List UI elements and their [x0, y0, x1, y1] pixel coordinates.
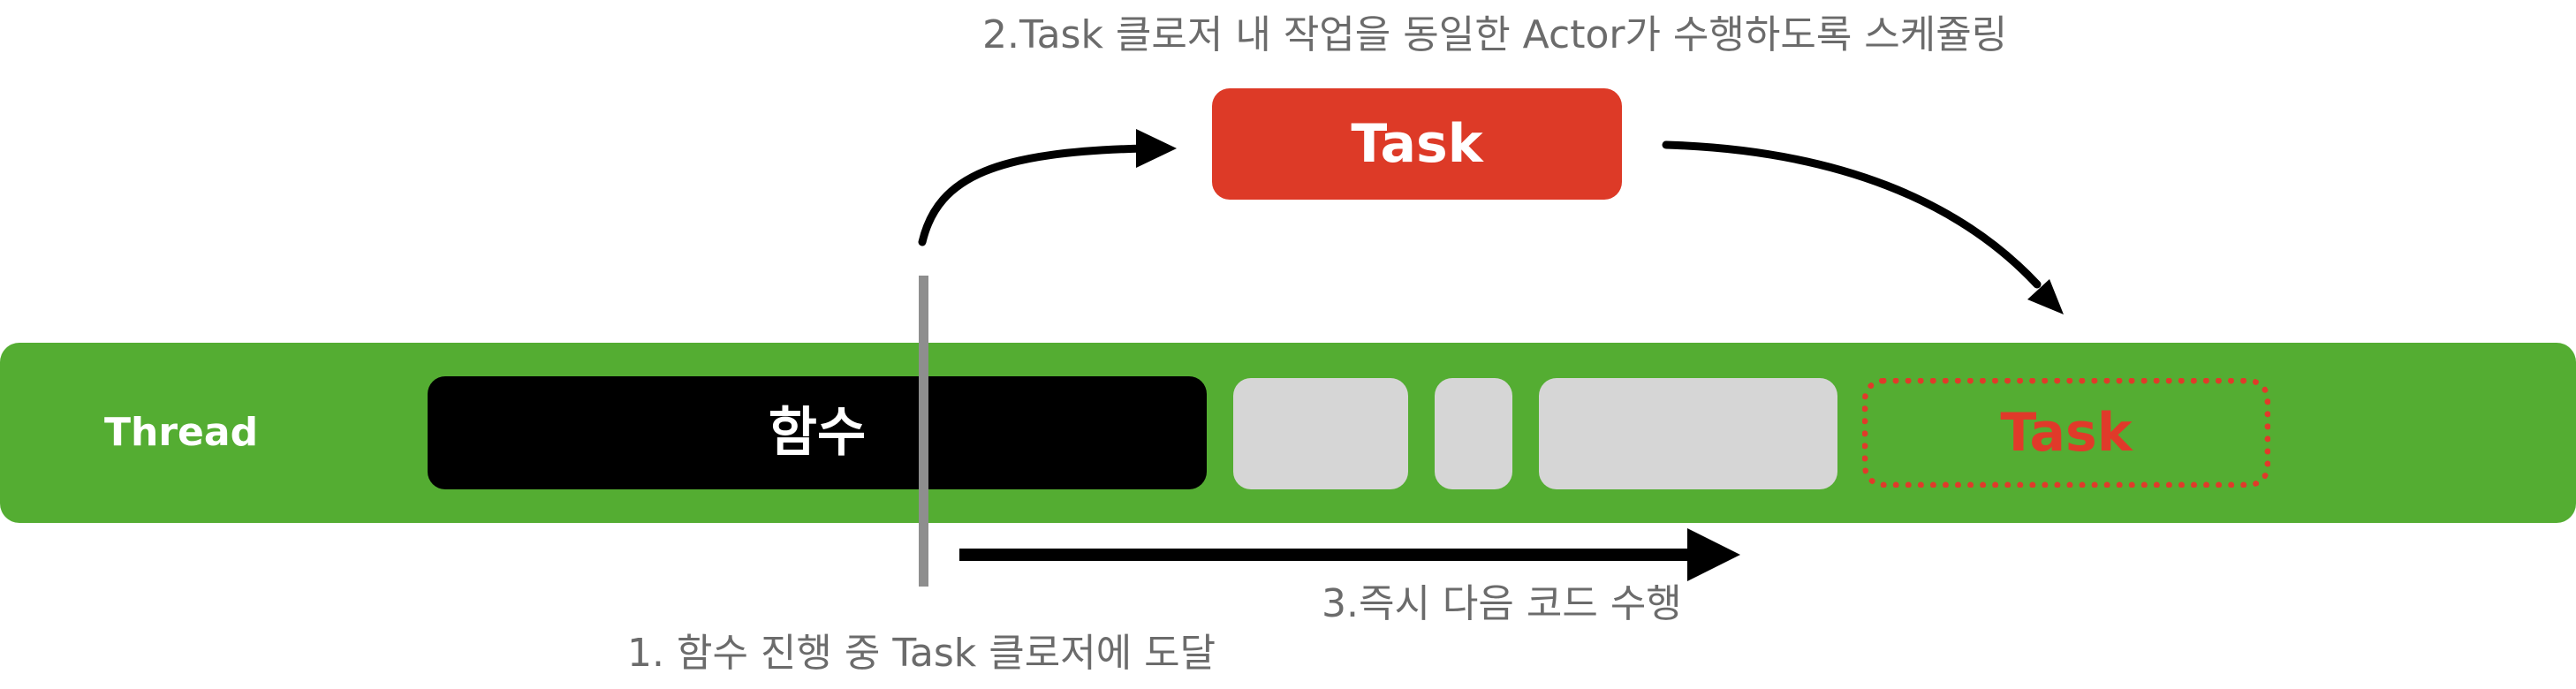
task-block-label: Task — [1351, 113, 1483, 175]
step3-caption: 3.즉시 다음 코드 수행 — [1322, 581, 1682, 626]
step2-caption: 2.Task 클로저 내 작업을 동일한 Actor가 수행하도록 스케쥴링 — [982, 12, 2008, 57]
schedule-arrow-down — [1662, 140, 2064, 314]
thread-label: Thread — [104, 410, 259, 455]
step1-caption: 1. 함수 진행 중 Task 클로저에 도달 — [627, 631, 1216, 676]
scheduled-task-label: Task — [2000, 402, 2133, 464]
pending-block — [1539, 378, 1837, 489]
function-block: 함수 — [428, 376, 1207, 489]
function-block-label: 함수 — [768, 402, 867, 464]
next-code-arrow — [959, 528, 1740, 581]
task-block: Task — [1212, 88, 1622, 200]
pending-block — [1435, 378, 1512, 489]
pending-block — [1233, 378, 1408, 489]
scheduled-task-block: Task — [1862, 378, 2270, 488]
reach-point-marker — [919, 276, 928, 587]
schedule-arrow-up — [918, 129, 1177, 246]
